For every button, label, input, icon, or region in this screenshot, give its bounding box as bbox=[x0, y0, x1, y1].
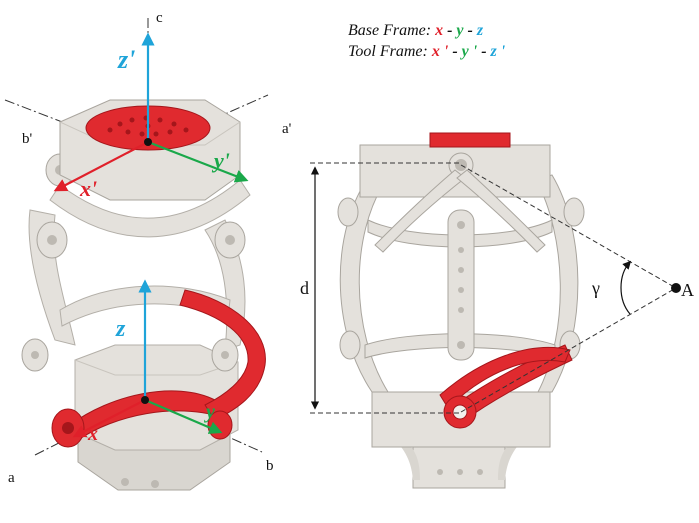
joint-hole bbox=[47, 235, 57, 245]
side-joint bbox=[339, 330, 361, 360]
legend-base-row: Base Frame: x - y - z bbox=[348, 20, 505, 41]
top-diag-link-right bbox=[456, 169, 546, 253]
gamma-arc bbox=[620, 260, 632, 315]
label-d: d bbox=[300, 278, 309, 298]
legend-tool-x: x ' bbox=[431, 43, 449, 60]
legend-base-z: z bbox=[476, 22, 484, 39]
legend-base-y: y bbox=[456, 22, 464, 39]
legend-sep: - bbox=[481, 43, 487, 60]
joint-hole bbox=[225, 235, 235, 245]
base-origin bbox=[141, 396, 149, 404]
joint-hole bbox=[31, 351, 39, 359]
tool-origin bbox=[144, 138, 152, 146]
legend-sep: - bbox=[467, 22, 473, 39]
label-c: c bbox=[156, 10, 163, 26]
label-b-prime: b' bbox=[22, 131, 33, 147]
label-a: a bbox=[8, 470, 15, 486]
tool-x-axis bbox=[53, 141, 149, 192]
clamp-wing-left bbox=[395, 440, 420, 480]
side-joint bbox=[337, 197, 359, 227]
legend-base-x: x bbox=[435, 22, 444, 39]
base-x-axis bbox=[72, 399, 146, 438]
tool-y-label: y' bbox=[211, 148, 230, 173]
red-joint-hole bbox=[62, 422, 74, 434]
legend-tool-row: Tool Frame: x ' - y ' - z ' bbox=[348, 41, 505, 62]
tool-x-label: x' bbox=[79, 176, 97, 201]
side-joint bbox=[563, 197, 585, 227]
label-b: b bbox=[266, 458, 274, 474]
foot-hole bbox=[121, 478, 129, 486]
bottom-clamp bbox=[412, 439, 506, 489]
label-gamma: γ bbox=[591, 278, 600, 298]
top-ring-link bbox=[49, 179, 251, 238]
point-A bbox=[671, 283, 681, 293]
left-mechanism: c b' a' a b z' x' y' z x y bbox=[4, 10, 292, 491]
clamp-wing-right bbox=[498, 440, 523, 480]
red-base-joint-hole bbox=[452, 404, 468, 420]
legend-tool-z: z ' bbox=[490, 43, 506, 60]
base-y-axis bbox=[144, 398, 223, 434]
side-upper-crossbar bbox=[367, 219, 553, 248]
central-vertical-bar bbox=[447, 209, 475, 361]
legend-base-label: Base Frame: bbox=[348, 22, 432, 39]
base-y-label: y bbox=[204, 401, 215, 423]
label-a-prime: a' bbox=[282, 121, 292, 137]
top-diag-link-left bbox=[374, 169, 466, 253]
tool-z-label: z' bbox=[117, 45, 135, 74]
base-x-label: x bbox=[87, 423, 98, 445]
legend-sep: - bbox=[447, 22, 453, 39]
side-top-red-disk bbox=[429, 132, 511, 148]
label-A: A bbox=[681, 280, 694, 300]
tool-y-axis bbox=[147, 140, 249, 183]
base-z-label: z bbox=[115, 316, 126, 342]
joint-hole bbox=[221, 351, 229, 359]
legend-sep: - bbox=[452, 43, 458, 60]
right-mechanism: d γ A bbox=[300, 132, 694, 489]
legend-tool-y: y ' bbox=[461, 43, 478, 60]
foot-hole bbox=[151, 480, 159, 488]
frame-legend: Base Frame: x - y - z Tool Frame: x ' - … bbox=[348, 20, 505, 62]
lower-line-to-A bbox=[460, 287, 677, 413]
legend-tool-label: Tool Frame: bbox=[348, 43, 428, 60]
red-diagonal-link bbox=[454, 344, 573, 421]
upper-line-to-A bbox=[460, 164, 677, 289]
